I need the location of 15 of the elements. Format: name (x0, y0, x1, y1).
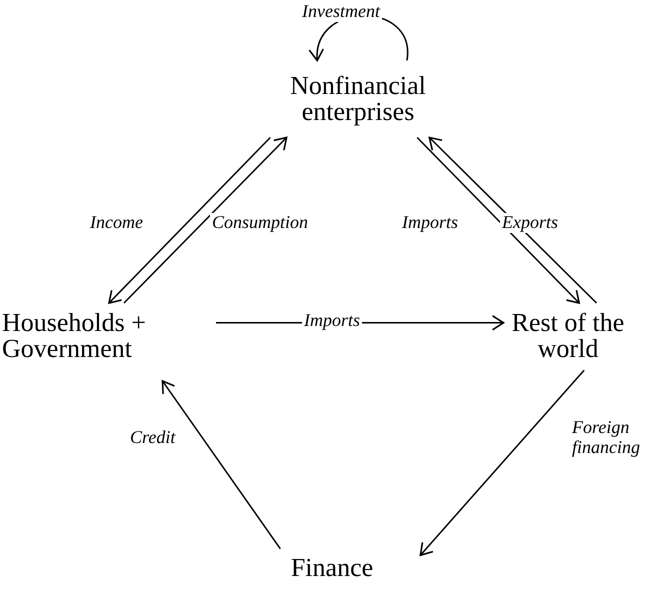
arrow (428, 136, 598, 304)
arrow (420, 370, 585, 556)
arrow (123, 136, 288, 304)
edge-label: Imports (302, 311, 362, 331)
node-label: Finance (264, 552, 400, 584)
edge-label: Exports (500, 213, 560, 233)
node-label: Rest of the world (506, 306, 630, 366)
arrow (108, 136, 271, 304)
node-label: Nonfinancial enterprises (256, 64, 460, 134)
arrow (416, 136, 580, 304)
edge-label: Imports (400, 213, 460, 233)
node-label: Households + Government (2, 306, 216, 366)
arrow (162, 380, 281, 550)
edge-label: Investment (300, 2, 382, 22)
edge-label: Consumption (210, 213, 310, 233)
